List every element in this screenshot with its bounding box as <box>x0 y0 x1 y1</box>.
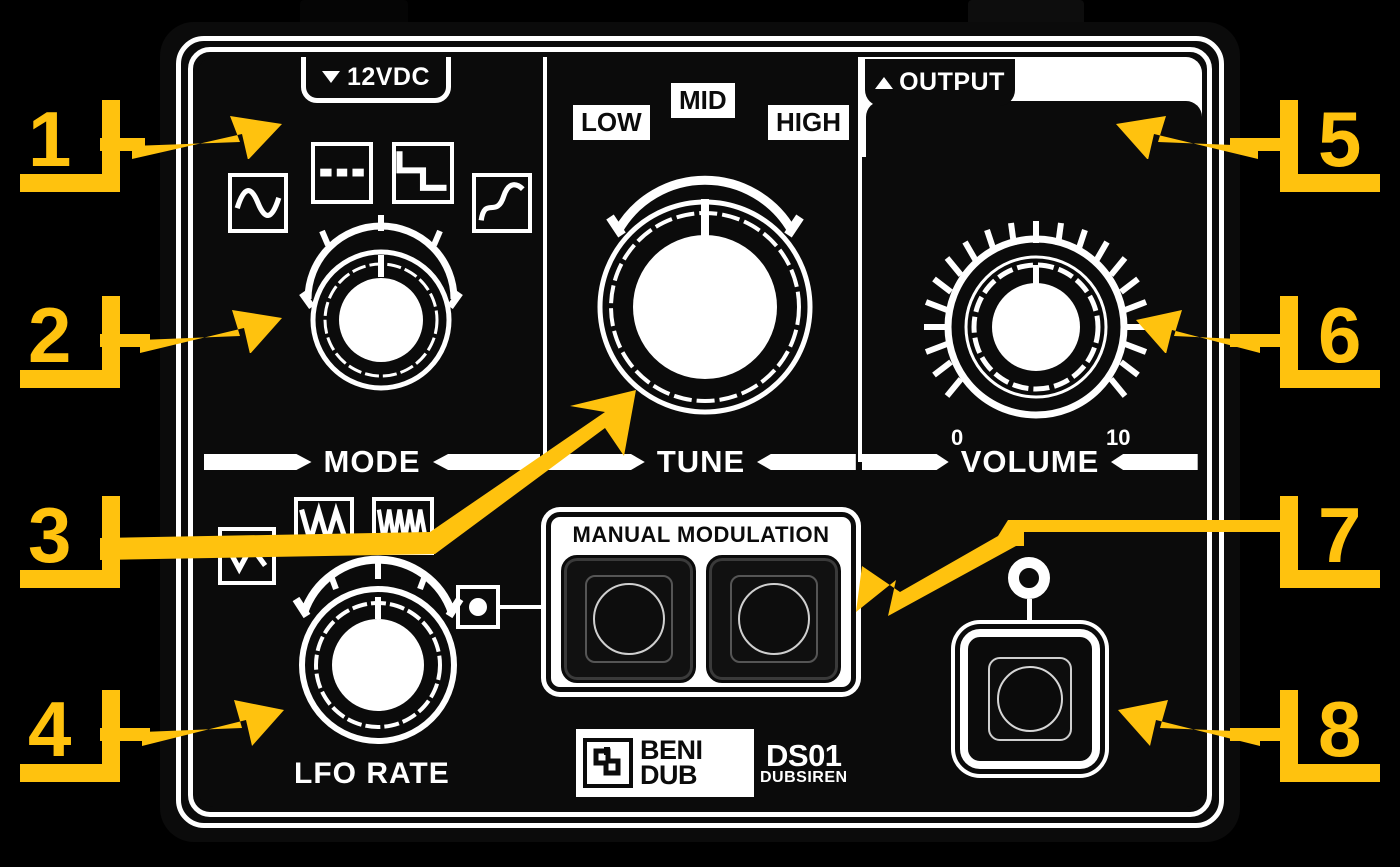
tune-nameplate: TUNE <box>546 444 857 479</box>
tune-range-mid: MID <box>671 83 735 118</box>
output-jack-label: OUTPUT <box>899 68 1005 96</box>
callout-1-arrow <box>132 104 292 159</box>
mod-button-left-cap <box>592 583 665 655</box>
manual-modulation-panel: MANUAL MODULATION <box>546 512 856 692</box>
mode-knob[interactable] <box>286 207 476 397</box>
brand-line-1: BENI <box>640 735 703 766</box>
callout-5-arrow <box>1108 104 1258 159</box>
power-jack-label: 12VDC <box>346 62 431 91</box>
triangle-down-icon <box>321 71 340 83</box>
callout-2-arrow <box>140 298 290 353</box>
volume-scale-max: 10 <box>1106 425 1131 450</box>
triangle-up-icon <box>875 76 894 89</box>
callout-5-number: 5 <box>1318 95 1362 183</box>
callout-4-number: 4 <box>28 685 72 773</box>
arrow-band-left <box>546 450 645 474</box>
arrow-band-right <box>432 450 540 474</box>
led-wire <box>500 605 548 609</box>
callout-6-arrow <box>1130 298 1260 353</box>
volume-knob[interactable] <box>916 207 1156 457</box>
manual-modulation-label: MANUAL MODULATION <box>572 522 830 547</box>
model-subtitle: DUBSIREN <box>760 769 848 787</box>
volume-label: VOLUME <box>960 444 1100 479</box>
mod-button-left-inner <box>584 575 673 663</box>
mod-button-right-cap <box>737 583 810 655</box>
power-jack-12vdc: 12VDC <box>301 57 451 103</box>
arrow-band-left <box>862 450 949 474</box>
callout-2-number: 2 <box>28 291 72 379</box>
square-step-icon <box>392 142 454 204</box>
sine-wave-icon <box>228 173 288 233</box>
callout-7-arrow <box>848 520 1288 630</box>
divider-mode-tune <box>543 57 547 462</box>
bypass-footswitch[interactable] <box>960 629 1100 769</box>
benidub-badge: BENI DUB <box>576 729 754 797</box>
callout-6-number: 6 <box>1318 291 1362 379</box>
arrow-band-left <box>204 450 312 474</box>
callout-3-number: 3 <box>28 491 72 579</box>
mode-nameplate: MODE <box>204 444 540 479</box>
callout-4-arrow <box>142 688 292 746</box>
enclosure-outline-outer <box>176 36 1224 828</box>
output-jack-tab <box>968 0 1084 22</box>
callout-8-arrow <box>1100 688 1260 746</box>
arrow-band-right <box>1111 450 1198 474</box>
volume-scale-min: 0 <box>951 425 964 450</box>
footswitch-inner <box>988 657 1072 741</box>
callout-6-bracket <box>1280 296 1380 388</box>
callout-8-bracket <box>1280 690 1380 782</box>
callout-5-bracket <box>1280 100 1380 192</box>
brand-line-2: DUB <box>640 760 697 790</box>
callout-1-number: 1 <box>28 95 72 183</box>
mode-label: MODE <box>323 444 421 479</box>
mod-button-left[interactable] <box>561 555 696 683</box>
footswitch-cap <box>997 666 1063 732</box>
s-curve-icon <box>472 173 532 233</box>
tune-knob[interactable] <box>580 135 830 415</box>
faceplate: 12VDC OUTPUT <box>198 57 1202 807</box>
status-led-stem <box>1027 599 1032 631</box>
status-led <box>1008 557 1050 599</box>
callout-8-number: 8 <box>1318 685 1362 773</box>
benidub-wordmark: BENI DUB <box>640 735 703 790</box>
volume-nameplate: VOLUME <box>862 444 1198 479</box>
arrow-band-right <box>757 450 857 474</box>
output-jack: OUTPUT <box>865 59 1015 106</box>
callout-3-arrow <box>100 390 640 580</box>
power-jack-tab <box>300 0 408 26</box>
tune-label: TUNE <box>656 444 746 479</box>
mod-button-right[interactable] <box>706 555 841 683</box>
dashed-pulse-icon <box>311 142 373 204</box>
lfo-rate-label: LFO RATE <box>294 757 450 790</box>
mod-button-right-inner <box>729 575 818 663</box>
enclosure-outline-inner <box>188 47 1212 817</box>
tune-range-high: HIGH <box>768 105 849 140</box>
led-dot-icon <box>456 585 500 629</box>
brand-logo: BENI DUB DS01 DUBSIREN <box>576 729 854 797</box>
lfo-rate-knob[interactable] <box>278 547 478 747</box>
led-dot <box>469 598 487 616</box>
tune-range-low: LOW <box>573 105 650 140</box>
callout-7-number: 7 <box>1318 491 1362 579</box>
model-name: DS01 <box>766 737 842 773</box>
model-badge: DS01 DUBSIREN <box>754 729 854 797</box>
benidub-mark-icon <box>582 737 634 789</box>
callout-7-bracket <box>1280 496 1380 588</box>
divider-tune-volume <box>858 57 862 462</box>
